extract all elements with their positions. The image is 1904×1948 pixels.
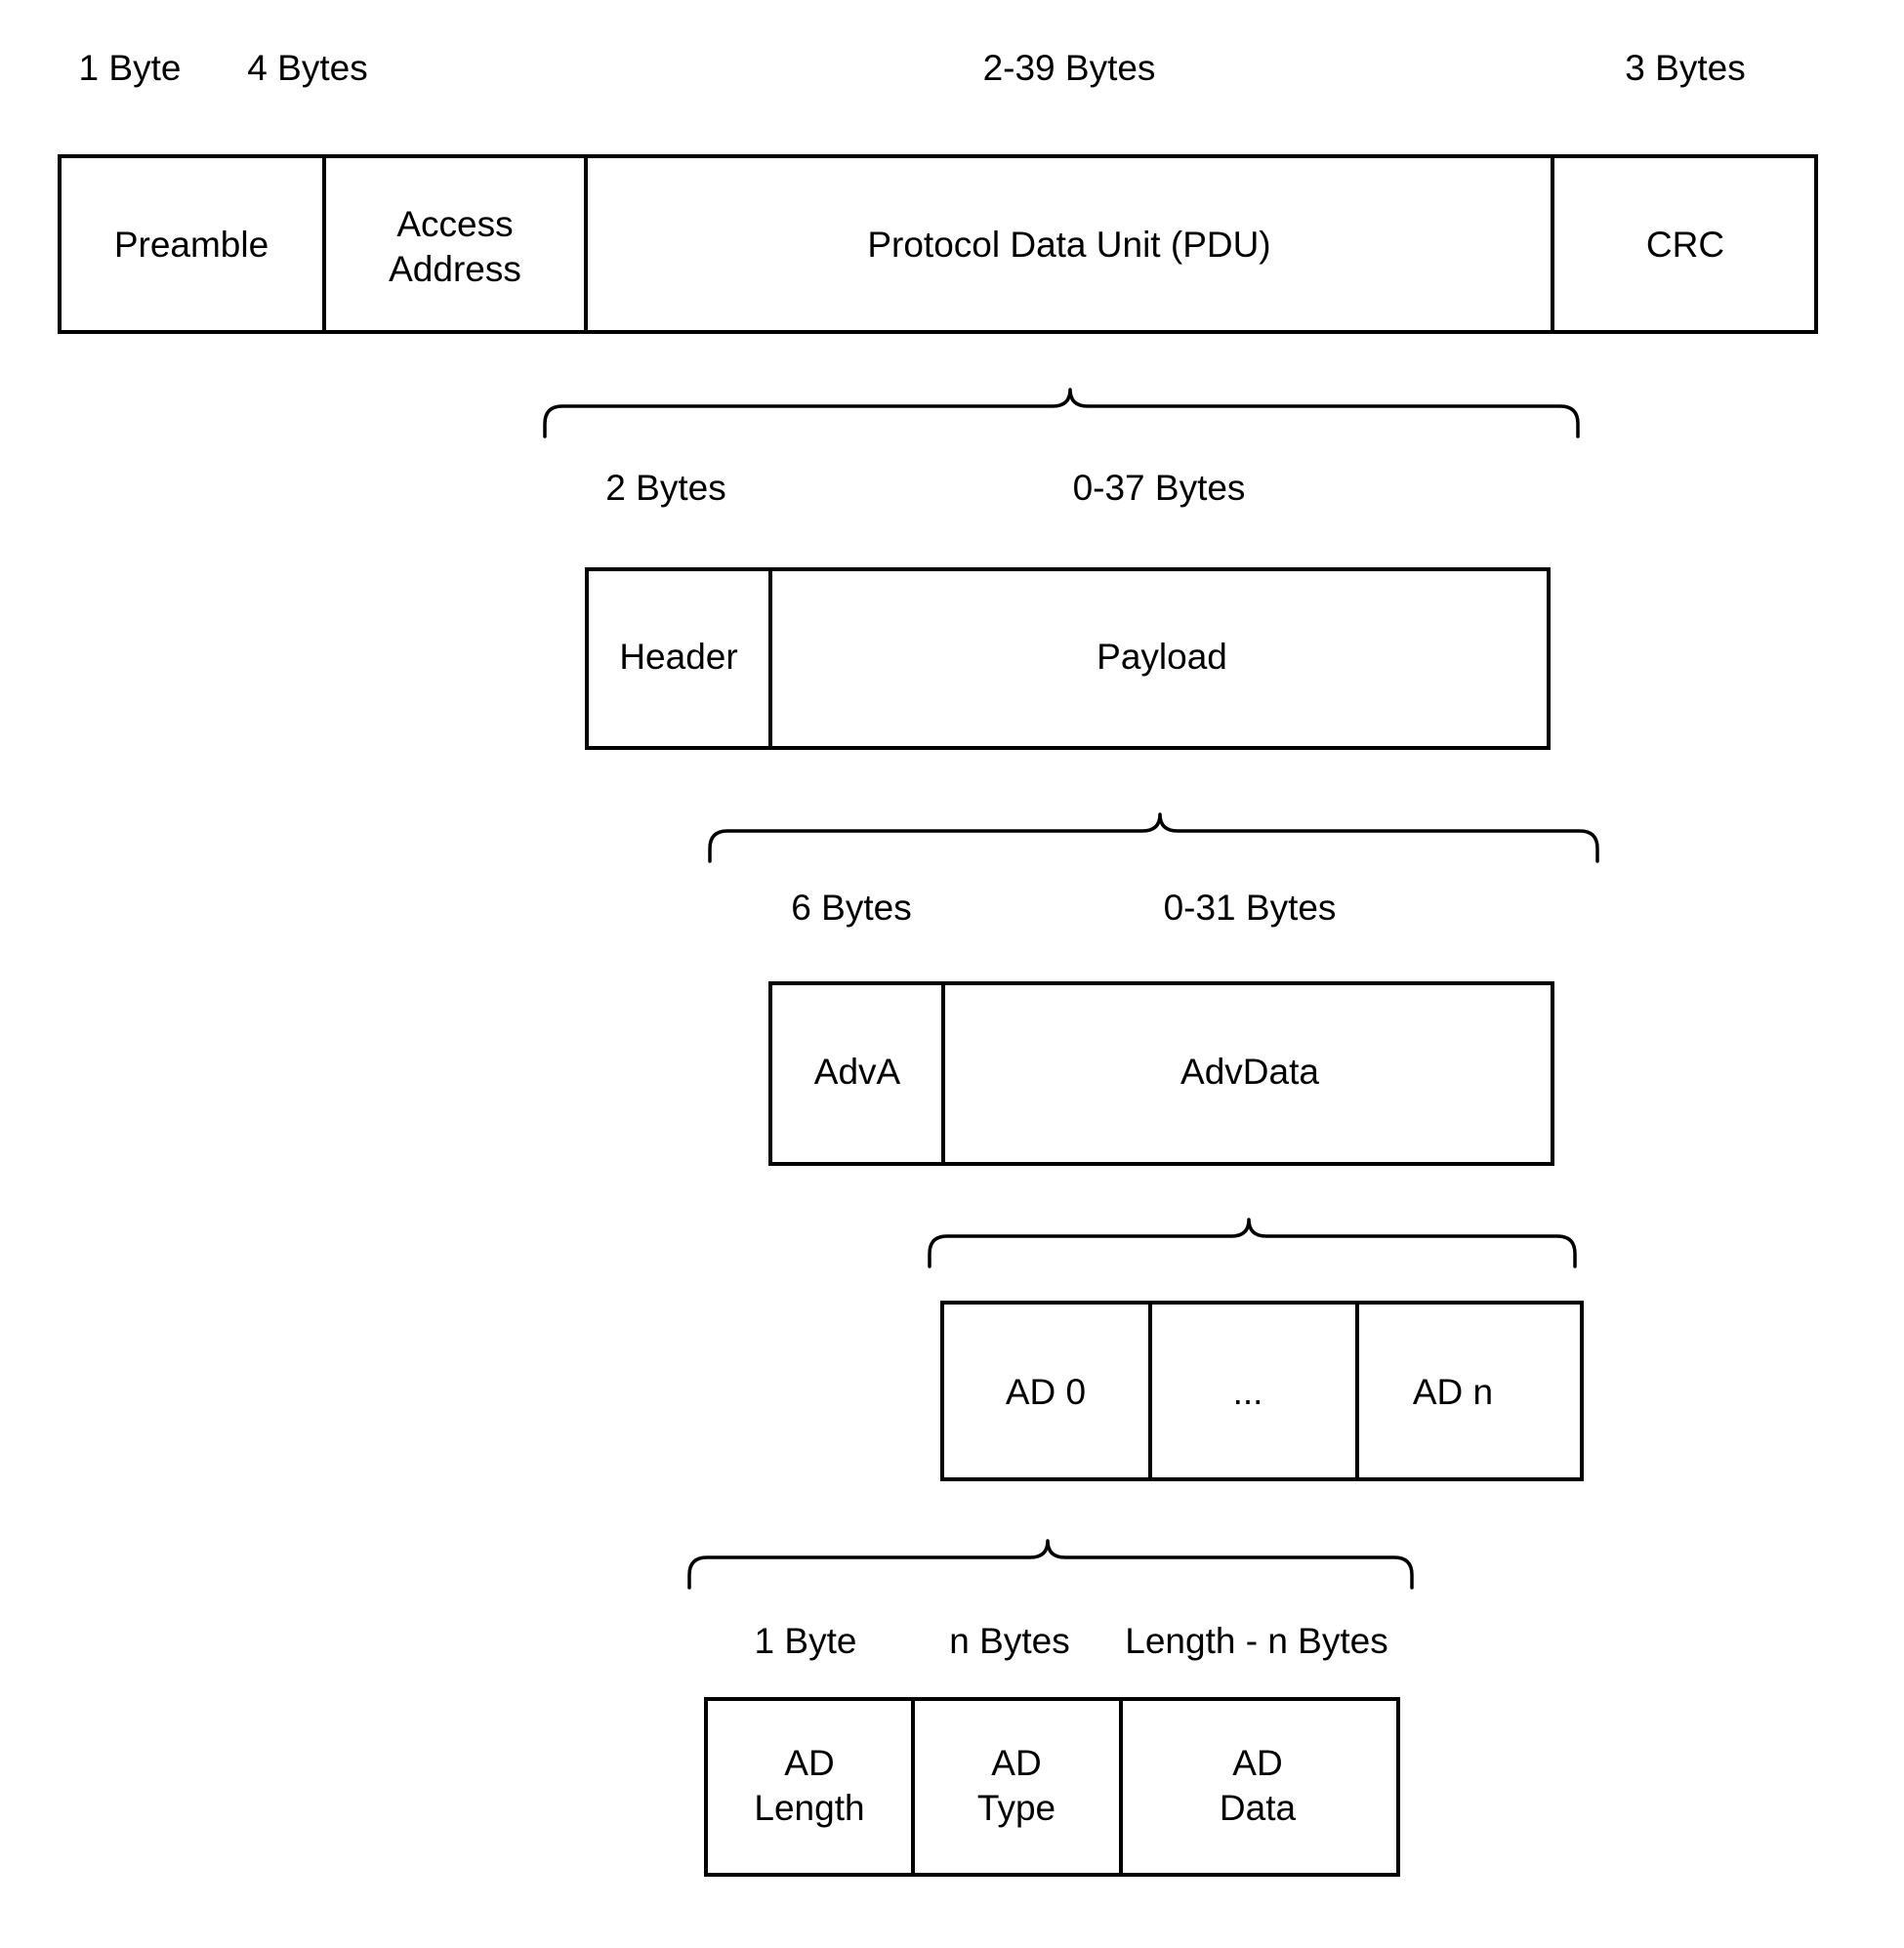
cell-ad-type-line1: AD bbox=[991, 1743, 1041, 1783]
cell-crc: CRC bbox=[1646, 225, 1724, 265]
cell-advdata: AdvData bbox=[1180, 1052, 1319, 1092]
size-label-pdu: 2-39 Bytes bbox=[983, 48, 1156, 88]
size-label-header: 2 Bytes bbox=[605, 468, 725, 508]
level-pdu: 2 Bytes 0-37 Bytes Header Payload bbox=[585, 468, 1551, 750]
cell-ad-ellipsis: ... bbox=[1233, 1372, 1263, 1412]
size-label-advdata: 0-31 Bytes bbox=[1164, 888, 1337, 928]
brace-ad-structure-expansion bbox=[687, 1539, 1414, 1590]
size-label-access-address: 4 Bytes bbox=[247, 48, 367, 88]
cell-adva: AdvA bbox=[814, 1052, 901, 1092]
cell-preamble: Preamble bbox=[114, 225, 269, 265]
advdata-box bbox=[940, 1301, 1584, 1481]
size-label-ad-length: 1 Byte bbox=[755, 1621, 857, 1661]
cell-payload: Payload bbox=[1097, 637, 1227, 677]
cell-ad-0: AD 0 bbox=[1006, 1372, 1086, 1412]
pdu-box bbox=[585, 567, 1551, 750]
cell-ad-type-line2: Type bbox=[977, 1788, 1055, 1828]
brace-payload-expansion bbox=[708, 812, 1599, 863]
ad-structure-box bbox=[704, 1697, 1400, 1877]
cell-pdu: Protocol Data Unit (PDU) bbox=[867, 225, 1270, 265]
level-advdata: AD 0 ... AD n bbox=[940, 1301, 1584, 1481]
cell-ad-length-line2: Length bbox=[754, 1788, 864, 1828]
cell-ad-length-line1: AD bbox=[784, 1743, 834, 1783]
level-link-layer-packet: 1 Byte 4 Bytes 2-39 Bytes 3 Bytes Preamb… bbox=[58, 48, 1818, 334]
size-label-payload: 0-37 Bytes bbox=[1073, 468, 1246, 508]
cell-access-address-line1: Access bbox=[396, 204, 513, 244]
link-layer-packet-box bbox=[58, 154, 1818, 334]
size-label-crc: 3 Bytes bbox=[1625, 48, 1745, 88]
size-label-preamble: 1 Byte bbox=[79, 48, 182, 88]
cell-header: Header bbox=[619, 637, 737, 677]
size-label-ad-data: Length - n Bytes bbox=[1125, 1621, 1387, 1661]
brace-pdu-expansion bbox=[543, 388, 1580, 438]
payload-box bbox=[768, 981, 1554, 1166]
level-ad-structure: 1 Byte n Bytes Length - n Bytes AD Lengt… bbox=[704, 1621, 1400, 1877]
size-label-adva: 6 Bytes bbox=[791, 888, 911, 928]
cell-ad-data-line2: Data bbox=[1220, 1788, 1297, 1828]
cell-access-address-line2: Address bbox=[389, 249, 521, 289]
size-label-ad-type: n Bytes bbox=[949, 1621, 1069, 1661]
cell-ad-n: AD n bbox=[1413, 1372, 1493, 1412]
brace-advdata-expansion bbox=[928, 1218, 1577, 1268]
level-payload: 6 Bytes 0-31 Bytes AdvA AdvData bbox=[768, 888, 1554, 1166]
cell-ad-data-line1: AD bbox=[1232, 1743, 1282, 1783]
